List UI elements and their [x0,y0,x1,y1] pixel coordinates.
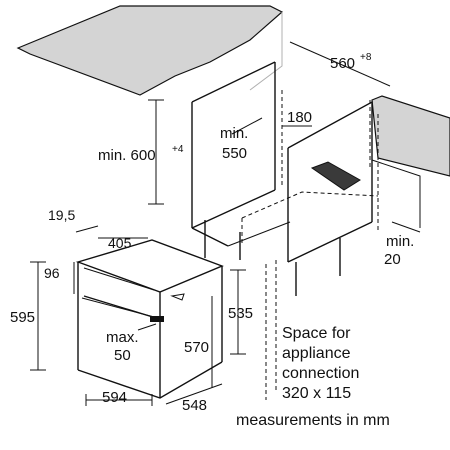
label-min-550-line1: min. [220,125,248,142]
connection-box [310,161,361,191]
note-line-4: 320 x 115 [282,385,351,402]
units-note: measurements in mm [236,412,390,429]
label-min-550-line2: 550 [222,145,247,162]
label-96: 96 [44,265,60,281]
label-max-50-line1: max. [106,329,139,346]
note-line-3: connection [282,365,359,382]
niche-outline [241,90,379,400]
right-countertop [371,95,450,177]
oven-body [75,239,224,399]
label-595: 595 [10,309,35,326]
label-594: 594 [102,389,127,406]
left-cabinet [191,61,291,260]
left-countertop [16,5,284,96]
label-min-20-line2: 20 [384,251,401,268]
connection-note: Space for appliance connection 320 x 115 [282,325,359,402]
label-max-50-line2: 50 [114,347,131,364]
label-180: 180 [287,109,312,126]
label-560-sup: +8 [360,52,372,63]
label-560: 560 [330,55,355,72]
label-19-5: 19,5 [48,207,75,223]
right-cabinet [287,100,421,296]
label-570: 570 [184,339,209,356]
label-min-20-line1: min. [386,233,414,250]
dimension-lines [30,41,421,406]
dimension-labels: 560 +8 min. 600 +4 min. 550 180 min. 20 … [10,52,414,414]
left-countertop-edge [249,12,283,91]
label-min-600: min. 600 [98,147,156,164]
label-405: 405 [108,235,132,251]
label-min-600-sup: +4 [172,144,184,155]
label-548: 548 [182,397,207,414]
note-line-2: appliance [282,345,351,362]
note-line-1: Space for [282,325,351,342]
label-535: 535 [228,305,253,322]
